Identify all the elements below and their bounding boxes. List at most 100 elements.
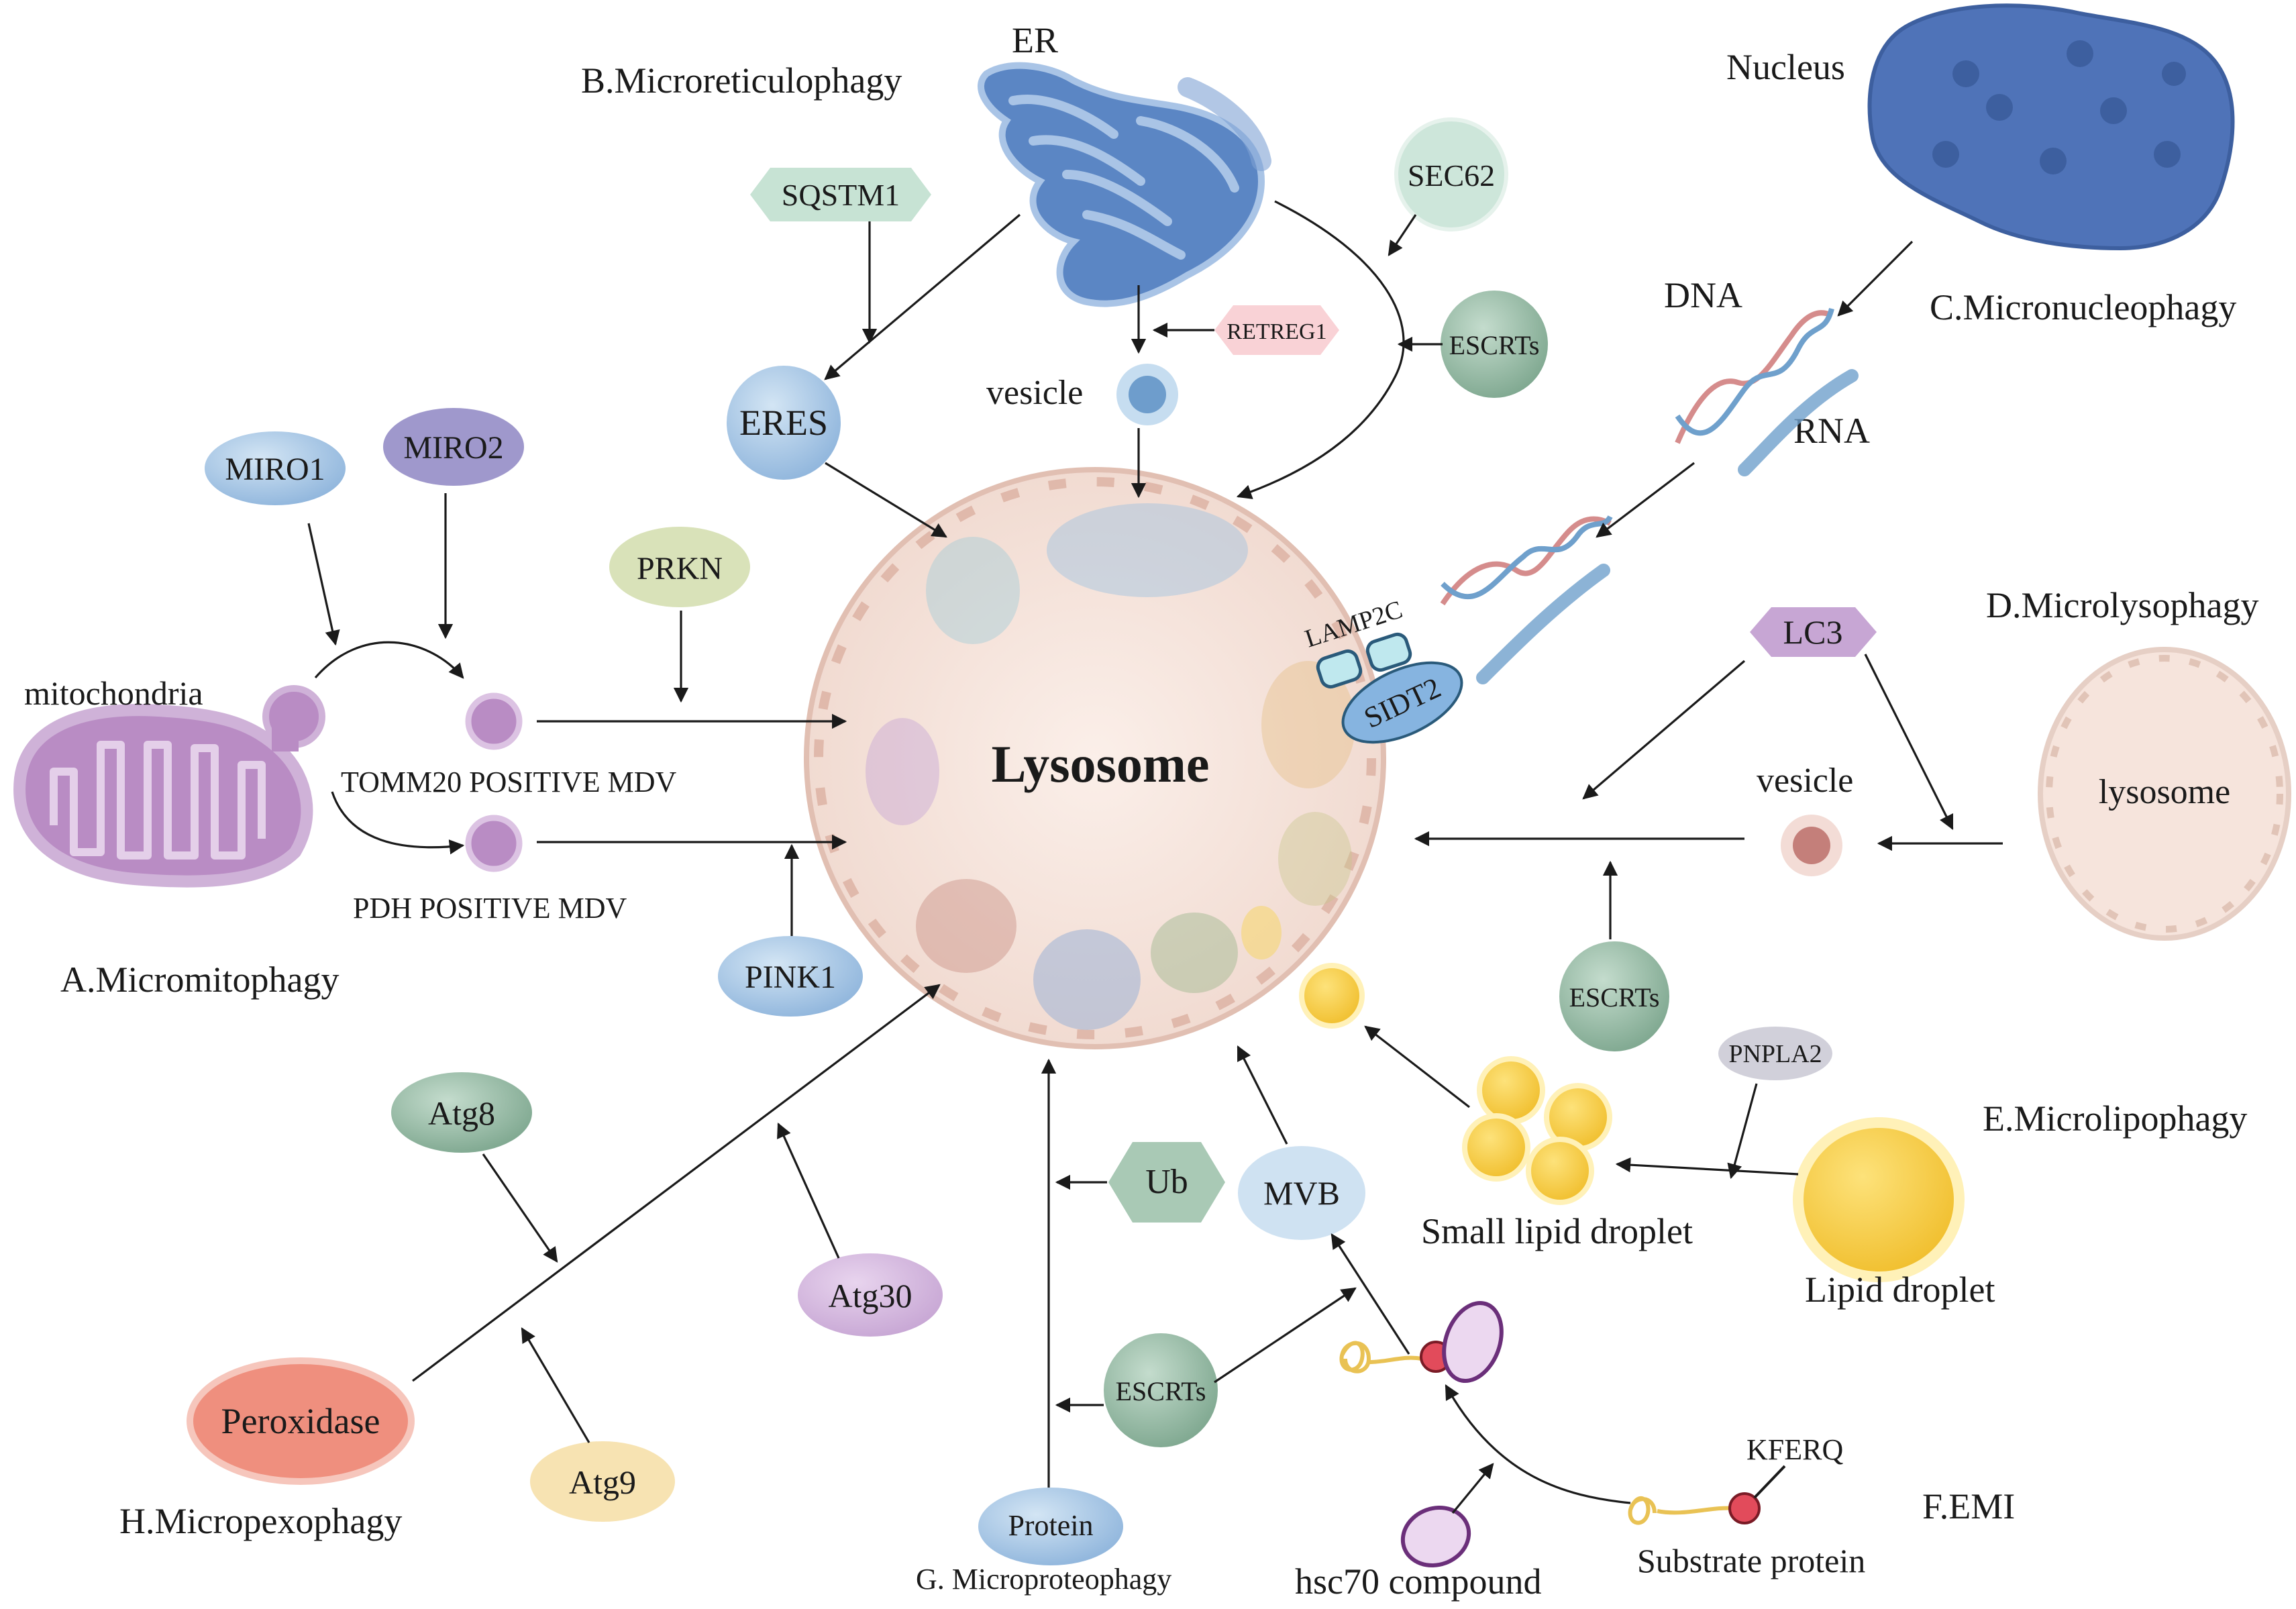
eres-node bbox=[727, 366, 841, 480]
arrow-sec62 bbox=[1388, 214, 1417, 256]
tomm20-mdv-label: TOMM20 POSITIVE MDV bbox=[341, 766, 677, 798]
peroxidase-node bbox=[187, 1357, 415, 1485]
arrow-atg9 bbox=[521, 1327, 590, 1443]
retreg1-label: RETREG1 bbox=[1227, 319, 1326, 344]
micromitophagy-section: mitochondria TOMM20 POSITIVE MDV PDH POS… bbox=[13, 408, 863, 1017]
lamp2c-channel bbox=[1316, 632, 1412, 689]
pink1-label: PINK1 bbox=[745, 959, 836, 995]
lyso-escrts-node bbox=[1559, 941, 1669, 1051]
microlysophagy-section: D.Microlysophagy LC3 lysosome vesicle ES… bbox=[1414, 585, 2291, 1051]
miro1-node bbox=[205, 431, 346, 505]
cargo-cloud bbox=[926, 537, 1020, 644]
small-lipid-droplet bbox=[1526, 1137, 1594, 1205]
arrow-mvb-to-lysosome bbox=[1237, 1045, 1288, 1145]
substrate-label: Substrate protein bbox=[1637, 1542, 1865, 1579]
section-h-label: H.Micropexophagy bbox=[119, 1501, 402, 1541]
atg8-node bbox=[391, 1072, 532, 1153]
atg30-node bbox=[798, 1253, 943, 1337]
nucleus-illustration bbox=[1867, 3, 2235, 251]
small-lipid-label: Small lipid droplet bbox=[1421, 1211, 1693, 1251]
damaged-lysosome-label: lysosome bbox=[2099, 773, 2230, 811]
sec62-label: SEC62 bbox=[1408, 158, 1495, 193]
mitochondria-illustration bbox=[13, 685, 325, 888]
dna-helix-lysosome bbox=[1440, 515, 1613, 684]
arrow-peroxidase-to-lysosome bbox=[412, 984, 941, 1382]
lc3-node bbox=[1750, 607, 1877, 657]
arrow-large-to-small-lipid bbox=[1615, 1157, 1799, 1176]
tomm20-mdv bbox=[465, 692, 523, 750]
section-d-label: D.Microlysophagy bbox=[1986, 585, 2258, 625]
arrow-eres-to-lysosome bbox=[825, 462, 947, 538]
section-c-label: C.Micronucleophagy bbox=[1930, 287, 2236, 327]
arrow-escrts-to-mvb bbox=[1214, 1287, 1357, 1384]
mitochondria-label: mitochondria bbox=[24, 674, 203, 712]
prkn-label: PRKN bbox=[637, 551, 723, 586]
arrow-dna-to-lysosome bbox=[1596, 462, 1695, 538]
lyso-vesicle-core bbox=[1793, 827, 1830, 864]
hsc70-label: hsc70 compound bbox=[1295, 1561, 1541, 1602]
protein-label: Protein bbox=[1008, 1509, 1093, 1542]
er-illustration bbox=[977, 62, 1271, 307]
substrate-protein bbox=[1628, 1465, 1786, 1525]
arrow-substrate-to-complex bbox=[1445, 1384, 1631, 1504]
cargo-cloud bbox=[1261, 661, 1355, 788]
pnpla2-label: PNPLA2 bbox=[1728, 1040, 1822, 1068]
pink1-node bbox=[718, 936, 863, 1017]
pdh-mdv-label: PDH POSITIVE MDV bbox=[353, 892, 627, 925]
arrow-mito-to-pdh bbox=[331, 791, 465, 855]
emi-section: F.EMI MVB hsc70 compound Substrate prote… bbox=[1237, 1045, 2015, 1602]
cargo-cloud bbox=[1033, 929, 1141, 1030]
arrow-pnpla2 bbox=[1727, 1083, 1758, 1180]
peroxidase-label: Peroxidase bbox=[221, 1401, 380, 1441]
mvb-node bbox=[1238, 1146, 1365, 1240]
miro2-node bbox=[383, 408, 524, 486]
small-lipid-droplet bbox=[1462, 1113, 1530, 1182]
sqstm1-node bbox=[750, 168, 931, 221]
prkn-node bbox=[609, 527, 750, 607]
atg30-label: Atg30 bbox=[829, 1277, 912, 1314]
micronucleophagy-section: Nucleus C.Micronucleophagy DNA RNA bbox=[1302, 3, 2236, 744]
lysosome-label: Lysosome bbox=[991, 735, 1209, 793]
proteo-escrts-label: ESCRTs bbox=[1116, 1376, 1206, 1406]
cargo-cloud bbox=[1151, 913, 1238, 993]
er-escrts-node bbox=[1441, 291, 1548, 398]
arrow-atg8 bbox=[482, 1153, 558, 1263]
section-e-label: E.Microlipophagy bbox=[1983, 1098, 2247, 1139]
cargo-cloud bbox=[866, 718, 939, 825]
lyso-vesicle-label: vesicle bbox=[1757, 762, 1853, 800]
sidt2-node bbox=[1341, 661, 1463, 744]
dna-helix-top bbox=[1675, 307, 1859, 476]
eres-label: ERES bbox=[739, 403, 828, 443]
arrow-small-lipid-to-lysosome bbox=[1364, 1025, 1470, 1108]
atg9-node bbox=[530, 1441, 675, 1522]
ub-node bbox=[1108, 1142, 1225, 1223]
atg8-label: Atg8 bbox=[428, 1094, 495, 1132]
cargo-cloud bbox=[1241, 906, 1282, 959]
section-b-label: B.Microreticulophagy bbox=[581, 60, 902, 101]
pdh-mdv bbox=[465, 815, 523, 872]
large-lipid-droplet bbox=[1793, 1117, 1965, 1282]
sqstm1-label: SQSTM1 bbox=[782, 178, 900, 212]
section-f-label: F.EMI bbox=[1922, 1486, 2015, 1526]
dna-label: DNA bbox=[1664, 275, 1742, 315]
pnpla2-node bbox=[1718, 1027, 1832, 1080]
er-vesicle-label: vesicle bbox=[986, 374, 1083, 412]
protein-node bbox=[978, 1488, 1123, 1565]
er-escrts-label: ESCRTs bbox=[1449, 330, 1540, 360]
arrow-lc3-to-vesicle bbox=[1582, 660, 1746, 800]
ub-label: Ub bbox=[1145, 1163, 1188, 1201]
miro2-label: MIRO2 bbox=[403, 430, 503, 466]
arrow-mito-to-tomm20 bbox=[314, 641, 464, 679]
section-a-label: A.Micromitophagy bbox=[60, 959, 339, 1000]
arrow-nucleus-to-dna bbox=[1837, 240, 1914, 317]
er-vesicle-core bbox=[1129, 376, 1166, 413]
section-g-label: G. Microproteophagy bbox=[916, 1563, 1171, 1596]
microlipophagy-section: E.Microlipophagy PNPLA2 Small lipid drop… bbox=[1299, 963, 2247, 1310]
cargo-cloud bbox=[916, 879, 1016, 973]
damaged-lysosome bbox=[2038, 647, 2291, 941]
arrow-hsc70 bbox=[1451, 1463, 1494, 1514]
atg9-label: Atg9 bbox=[569, 1463, 636, 1501]
kferq-label: KFERQ bbox=[1746, 1433, 1843, 1466]
large-lipid-label: Lipid droplet bbox=[1805, 1269, 1995, 1310]
mvb-label: MVB bbox=[1263, 1174, 1340, 1212]
